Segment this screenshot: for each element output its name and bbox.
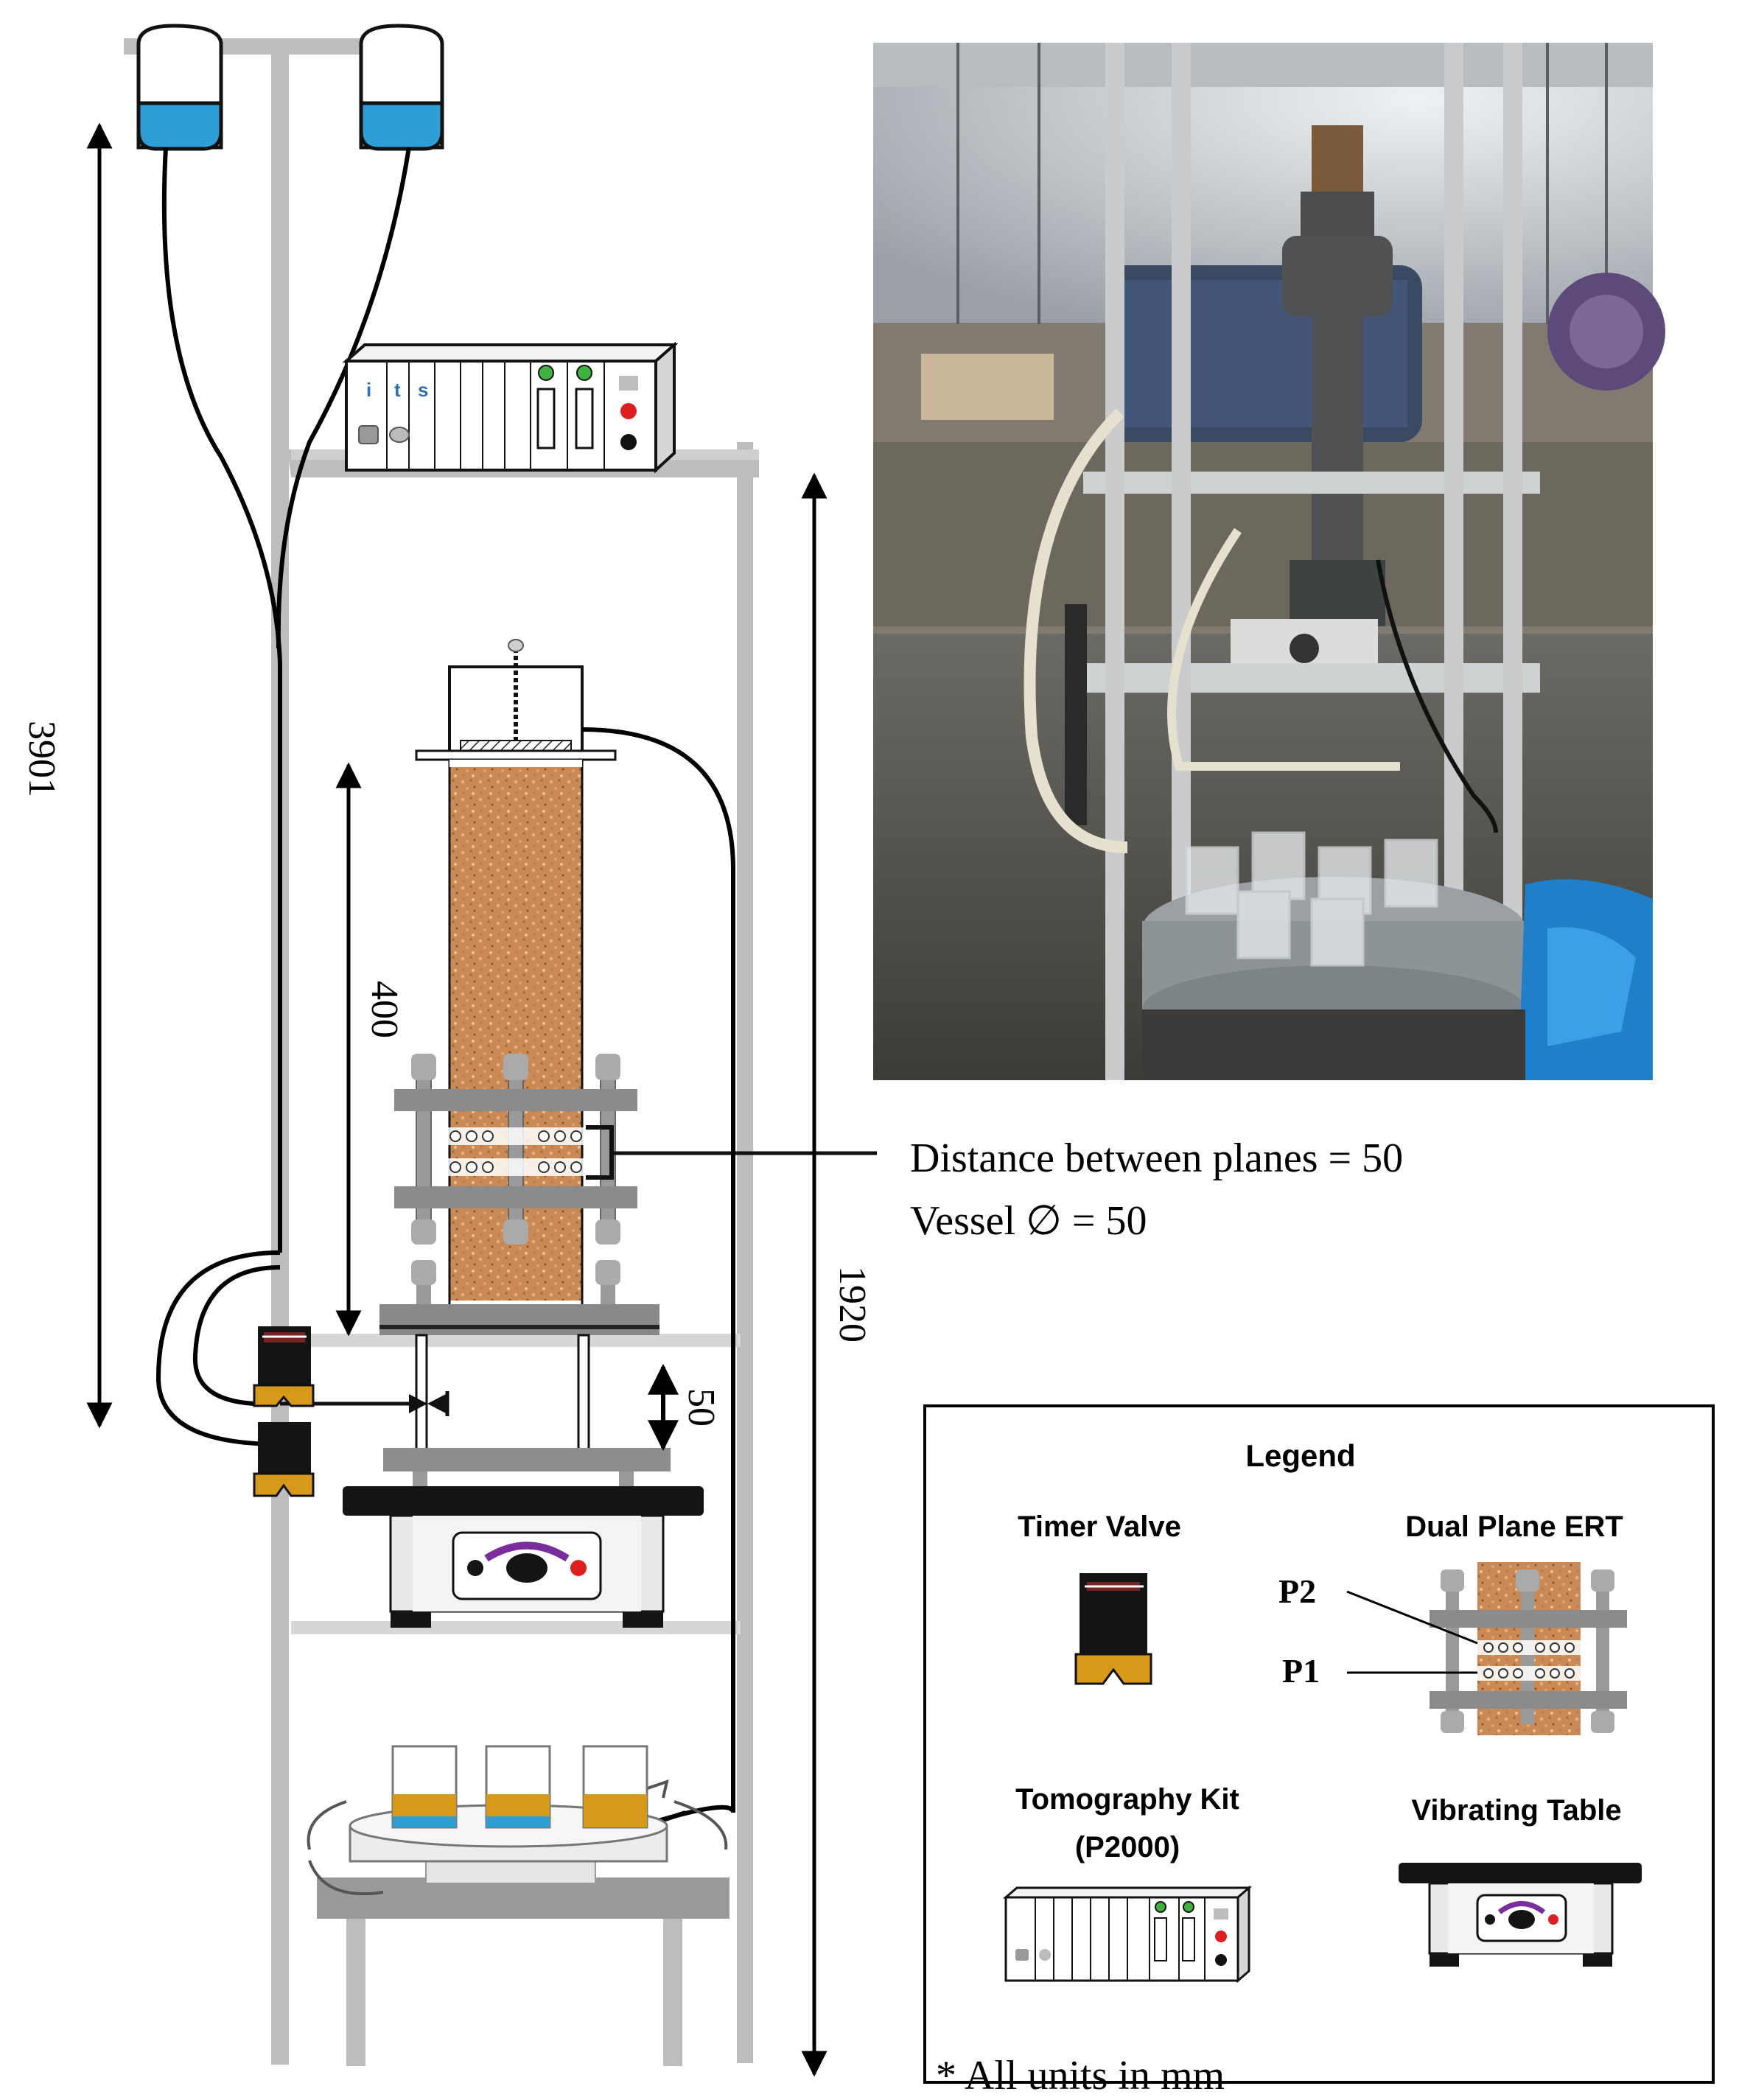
- legend-label-timer-valve: Timer Valve: [1018, 1511, 1181, 1543]
- beaker-middle: [485, 1745, 551, 1829]
- ert-electrode-assembly: [394, 1054, 877, 1245]
- annotation-distance-between-planes: Distance between planes = 50: [910, 1135, 1403, 1181]
- dimension-label-3901: 3901: [21, 721, 63, 797]
- dimension-label-50: 50: [680, 1388, 722, 1427]
- legend-timer-valve-icon: [1074, 1573, 1152, 1685]
- vibrating-table: [343, 1448, 704, 1628]
- legend-tomography-kit-icon: [1002, 1885, 1253, 1984]
- dimension-label-400: 400: [363, 981, 405, 1038]
- outlet-tube: [581, 727, 735, 1826]
- timer-valve-lower: [253, 1422, 315, 1497]
- dimension-height-total: 3901: [21, 122, 113, 1429]
- legend-dual-plane-ert-icon: [1346, 1562, 1627, 1735]
- legend-vibrating-table-icon: [1399, 1863, 1642, 1967]
- tomography-label-t: t: [394, 379, 401, 401]
- dimension-offset: 50: [648, 1363, 722, 1452]
- dimension-column-section: 400: [335, 762, 405, 1337]
- beaker-left: [391, 1745, 458, 1829]
- legend-box: Legend Timer Valve Dual Plane ERT: [923, 1404, 1715, 2084]
- tomography-label-i: i: [366, 379, 371, 401]
- experimental-rig-photograph: [873, 43, 1665, 1080]
- legend-label-p1: P1: [1282, 1652, 1320, 1690]
- legend-label-vibrating-table: Vibrating Table: [1411, 1794, 1621, 1827]
- column-base-plate: [379, 1260, 659, 1335]
- left-water-bag: [136, 24, 223, 151]
- dimension-label-1920: 1920: [831, 1266, 873, 1343]
- legend-title: Legend: [1245, 1438, 1355, 1473]
- legend-label-tomography-kit-model: (P2000): [1075, 1831, 1180, 1863]
- tomography-kit: i t s: [342, 341, 679, 474]
- legend-label-p2: P2: [1278, 1572, 1316, 1610]
- tomography-label-s: s: [418, 379, 428, 401]
- tubing-from-bags: [155, 147, 411, 1481]
- legend-label-dual-plane-ert: Dual Plane ERT: [1405, 1511, 1623, 1543]
- dimension-rack-height: 1920: [801, 472, 873, 2077]
- drain-pipes: [280, 1334, 590, 1455]
- right-water-bag: [359, 24, 444, 151]
- annotation-vessel-diameter: Vessel ∅ = 50: [910, 1198, 1147, 1244]
- beaker-right: [582, 1745, 648, 1829]
- units-footnote: * All units in mm: [936, 2053, 1225, 2099]
- support-pole: [124, 38, 404, 2065]
- legend-label-tomography-kit: Tomography Kit: [1015, 1783, 1239, 1816]
- timer-valve-upper: [253, 1326, 315, 1407]
